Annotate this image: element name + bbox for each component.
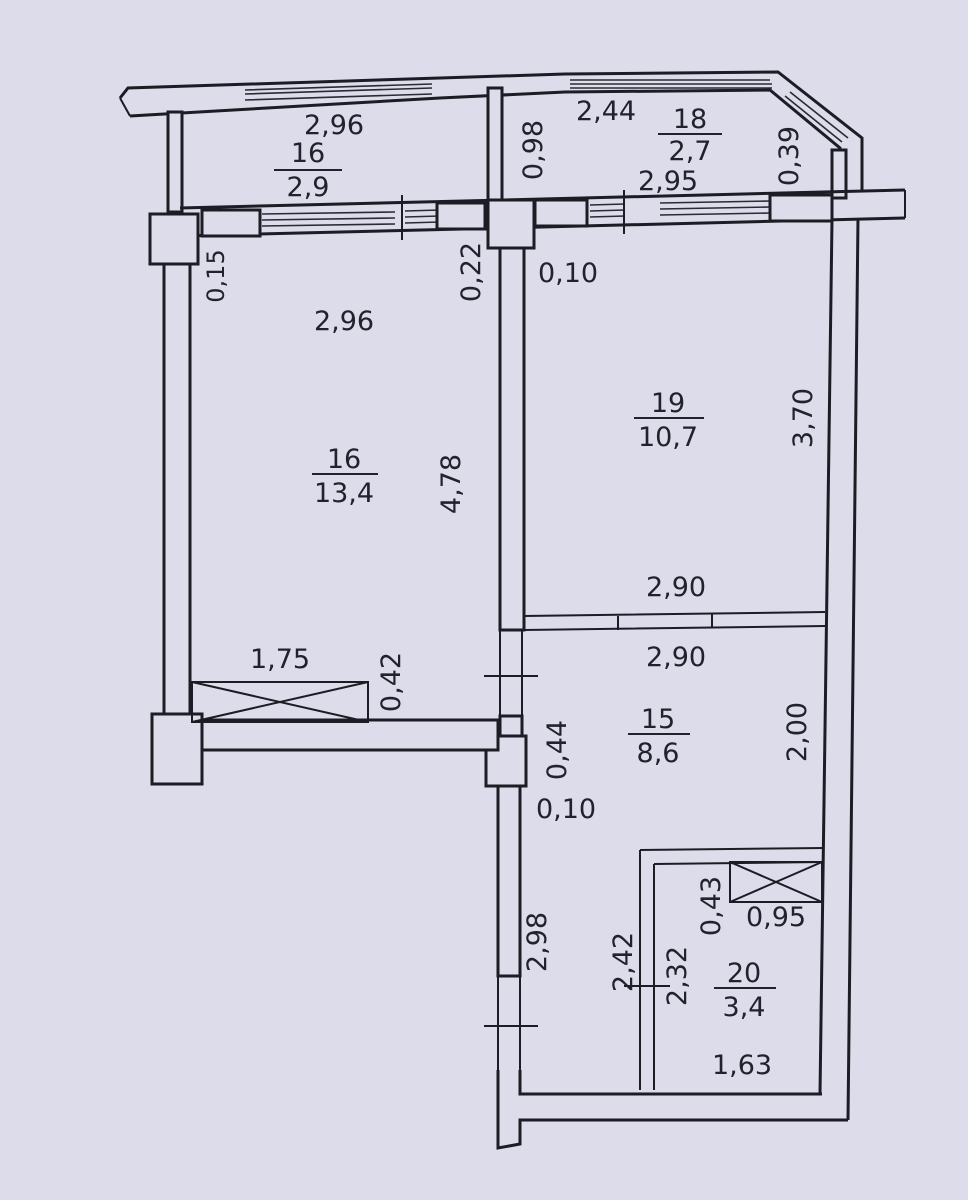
room-area-18: 2,7 bbox=[669, 136, 712, 167]
column-top-left bbox=[148, 212, 200, 266]
facade-wall bbox=[179, 188, 906, 240]
room-label-17: 16 2,9 bbox=[274, 138, 342, 203]
column-top-mid bbox=[486, 198, 536, 250]
dim-wall-thickness: 0,10 bbox=[536, 794, 596, 825]
dim-hall-length: 2,00 bbox=[782, 702, 813, 762]
dim-door-pier: 0,44 bbox=[542, 720, 573, 780]
bath-duct bbox=[729, 861, 823, 903]
dim-corridor-length: 2,98 bbox=[522, 912, 553, 972]
room-number-18: 18 bbox=[673, 104, 707, 135]
interior-walls bbox=[162, 217, 860, 1150]
dim-bath-width: 1,63 bbox=[712, 1050, 772, 1081]
dim-balcony18-depth: 0,98 bbox=[518, 120, 549, 180]
dim-room19-top-width: 2,95 bbox=[638, 166, 698, 197]
room-label-19: 19 10,7 bbox=[634, 388, 704, 453]
dim-pier-left: 0,15 bbox=[202, 249, 230, 302]
dim-bath-inner-length: 2,32 bbox=[662, 946, 693, 1006]
dim-room16-length: 4,78 bbox=[436, 454, 467, 514]
dim-balcony18-width: 2,44 bbox=[576, 96, 636, 127]
dim-closet-width: 1,75 bbox=[250, 644, 310, 675]
dim-bath-outer-length: 2,42 bbox=[608, 932, 639, 992]
room-number-16: 16 bbox=[327, 444, 361, 475]
room-number-20: 20 bbox=[727, 958, 761, 989]
room-area-19: 10,7 bbox=[638, 422, 698, 453]
room-number-15: 15 bbox=[641, 704, 675, 735]
room-number-19: 19 bbox=[651, 388, 685, 419]
dim-pier-mid: 0,22 bbox=[456, 242, 487, 302]
dim-balcony17-width: 2,96 bbox=[304, 110, 364, 141]
dim-pier-mid-right: 0,10 bbox=[538, 258, 598, 289]
dim-bath-duct-width: 0,95 bbox=[746, 902, 806, 933]
column-bottom-left bbox=[150, 712, 204, 786]
dim-balcony18-side: 0,39 bbox=[774, 126, 805, 186]
room-label-15: 15 8,6 bbox=[628, 704, 690, 769]
room-area-20: 3,4 bbox=[723, 992, 766, 1023]
dim-closet-depth: 0,42 bbox=[376, 652, 407, 712]
room-label-20: 20 3,4 bbox=[714, 958, 776, 1023]
dim-room19-length: 3,70 bbox=[788, 388, 819, 448]
room-number-17: 16 bbox=[291, 138, 325, 169]
balcony-outer-wall bbox=[118, 70, 864, 214]
room-area-17: 2,9 bbox=[287, 172, 330, 203]
room-label-18: 18 2,7 bbox=[658, 104, 722, 167]
room-area-16: 13,4 bbox=[314, 478, 374, 509]
dim-room19-bottom-width: 2,90 bbox=[646, 572, 706, 603]
closet-duct bbox=[191, 681, 369, 723]
room-label-16: 16 13,4 bbox=[312, 444, 378, 509]
dim-bath-duct-depth: 0,43 bbox=[696, 876, 727, 936]
dim-hall-width: 2,90 bbox=[646, 642, 706, 673]
room-area-15: 8,6 bbox=[637, 738, 680, 769]
dim-room16-width: 2,96 bbox=[314, 306, 374, 337]
